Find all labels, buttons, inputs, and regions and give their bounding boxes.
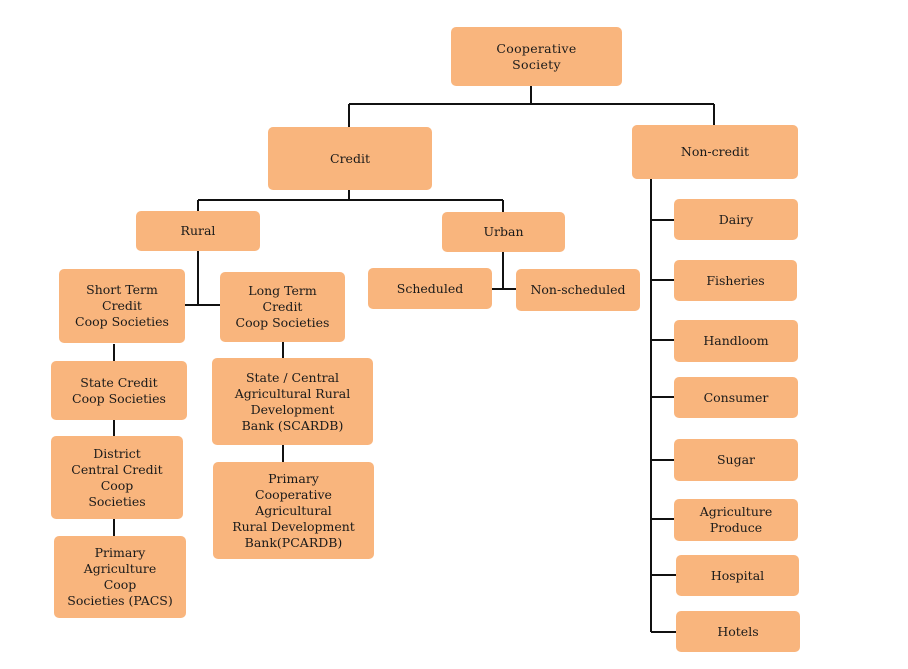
node-consumer: Consumer: [674, 377, 798, 418]
node-cooperative-society: Cooperative Society: [451, 27, 622, 86]
node-fisheries: Fisheries: [674, 260, 797, 301]
node-rural: Rural: [136, 211, 260, 251]
node-non-scheduled: Non-scheduled: [516, 269, 640, 311]
node-non-credit: Non-credit: [632, 125, 798, 179]
connector: [185, 250, 199, 306]
node-scardb: State / Central Agricultural Rural Devel…: [212, 358, 373, 445]
node-dairy: Dairy: [674, 199, 798, 240]
node-hospital: Hospital: [676, 555, 799, 596]
node-sugar: Sugar: [674, 439, 798, 481]
node-district-central-credit: District Central Credit Coop Societies: [51, 436, 183, 519]
node-scheduled: Scheduled: [368, 268, 492, 309]
node-urban: Urban: [442, 212, 565, 252]
node-handloom: Handloom: [674, 320, 798, 362]
node-hotels: Hotels: [676, 611, 800, 652]
node-credit: Credit: [268, 127, 432, 190]
node-short-term-credit: Short Term Credit Coop Societies: [59, 269, 185, 343]
node-pcardb: Primary Cooperative Agricultural Rural D…: [213, 462, 374, 559]
node-state-credit: State Credit Coop Societies: [51, 361, 187, 420]
node-agriculture-produce: Agriculture Produce: [674, 499, 798, 541]
node-pacs: Primary Agriculture Coop Societies (PACS…: [54, 536, 186, 618]
node-long-term-credit: Long Term Credit Coop Societies: [220, 272, 345, 342]
